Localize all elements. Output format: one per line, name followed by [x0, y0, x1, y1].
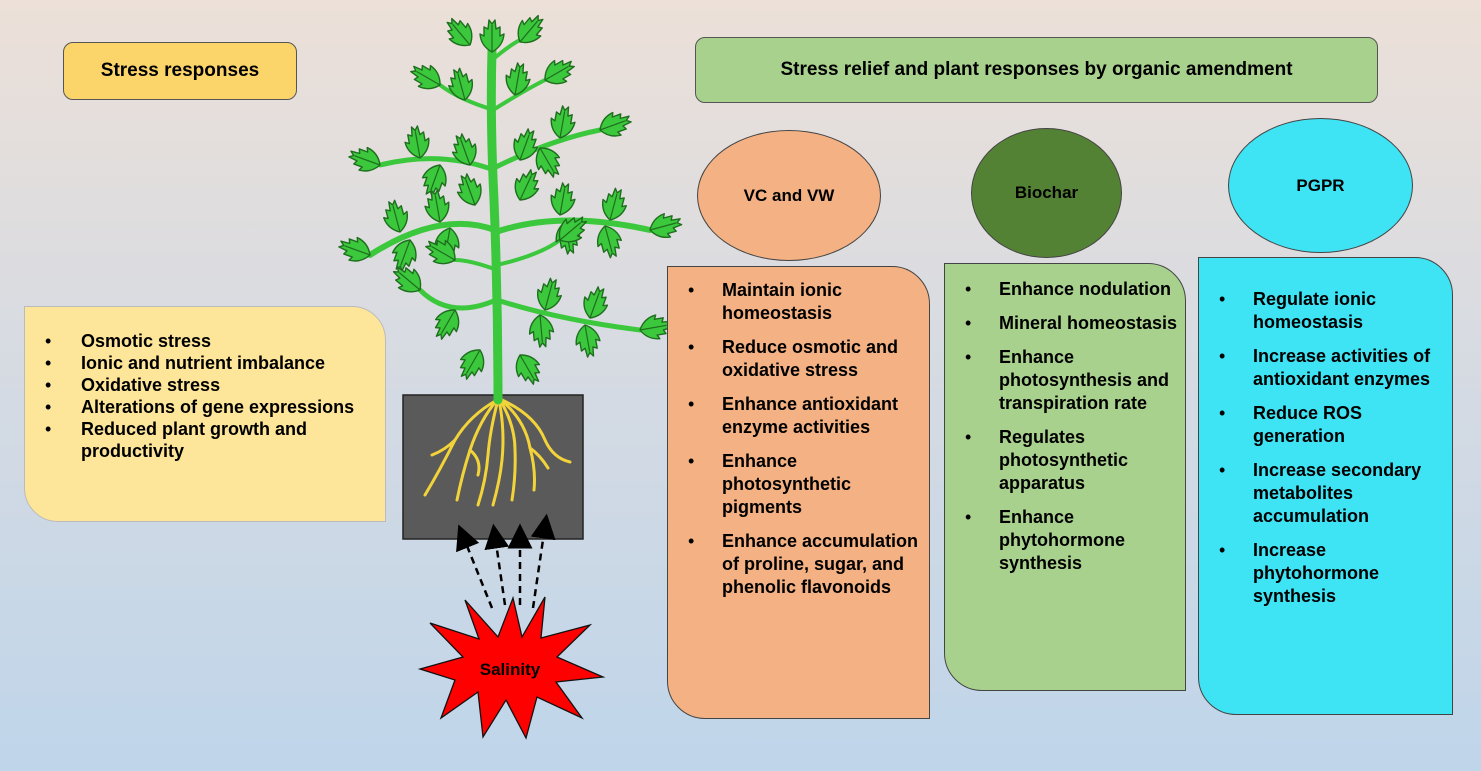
- pgpr-ellipse: PGPR: [1228, 118, 1413, 253]
- vc-vw-ellipse: VC and VW: [697, 130, 881, 261]
- salinity-label: Salinity: [480, 660, 541, 679]
- stress-item: Oxidative stress: [41, 374, 375, 396]
- roots: [423, 398, 572, 507]
- pgpr-effect-item: Increase secondary metabolites accumulat…: [1199, 459, 1452, 528]
- plant-stem: [367, 38, 653, 405]
- vc-vw-effect-item: Enhance photosynthetic pigments: [668, 450, 929, 519]
- biochar-effect-item: Mineral homeostasis: [945, 312, 1185, 335]
- stress-item: Reduced plant growth and productivity: [41, 418, 375, 462]
- plant-leaves: [335, 9, 685, 390]
- vc-vw-effects-box: Maintain ionic homeostasis Reduce osmoti…: [667, 266, 930, 719]
- pgpr-effect-item: Regulate ionic homeostasis: [1199, 288, 1452, 334]
- salinity-starburst: [417, 595, 606, 740]
- biochar-effect-item: Enhance nodulation: [945, 278, 1185, 301]
- biochar-effect-item: Enhance photosynthesis and transpiration…: [945, 346, 1185, 415]
- vc-vw-effect-item: Enhance accumulation of proline, sugar, …: [668, 530, 929, 599]
- stress-responses-title: Stress responses: [63, 42, 297, 100]
- pgpr-effect-item: Increase activities of antioxidant enzym…: [1199, 345, 1452, 391]
- stress-item: Alterations of gene expressions: [41, 396, 375, 418]
- biochar-effects-list: Enhance nodulation Mineral homeostasis E…: [945, 278, 1185, 575]
- pgpr-effect-item: Reduce ROS generation: [1199, 402, 1452, 448]
- pgpr-effects-list: Regulate ionic homeostasis Increase acti…: [1199, 288, 1452, 608]
- vc-vw-effect-item: Reduce osmotic and oxidative stress: [668, 336, 929, 382]
- biochar-effect-item: Regulates photosynthetic apparatus: [945, 426, 1185, 495]
- salinity-arrows: [456, 513, 556, 609]
- biochar-ellipse: Biochar: [971, 128, 1122, 258]
- stress-responses-box: Osmotic stress Ionic and nutrient imbala…: [24, 306, 386, 522]
- vc-vw-effects-list: Maintain ionic homeostasis Reduce osmoti…: [668, 279, 929, 599]
- pgpr-effects-box: Regulate ionic homeostasis Increase acti…: [1198, 257, 1453, 715]
- stress-item: Ionic and nutrient imbalance: [41, 352, 375, 374]
- stress-responses-list: Osmotic stress Ionic and nutrient imbala…: [41, 330, 375, 462]
- biochar-effects-box: Enhance nodulation Mineral homeostasis E…: [944, 263, 1186, 691]
- biochar-effect-item: Enhance phytohormone synthesis: [945, 506, 1185, 575]
- stress-relief-title: Stress relief and plant responses by org…: [695, 37, 1378, 103]
- pgpr-effect-item: Increase phytohormone synthesis: [1199, 539, 1452, 608]
- vc-vw-effect-item: Enhance antioxidant enzyme activities: [668, 393, 929, 439]
- vc-vw-effect-item: Maintain ionic homeostasis: [668, 279, 929, 325]
- stress-item: Osmotic stress: [41, 330, 375, 352]
